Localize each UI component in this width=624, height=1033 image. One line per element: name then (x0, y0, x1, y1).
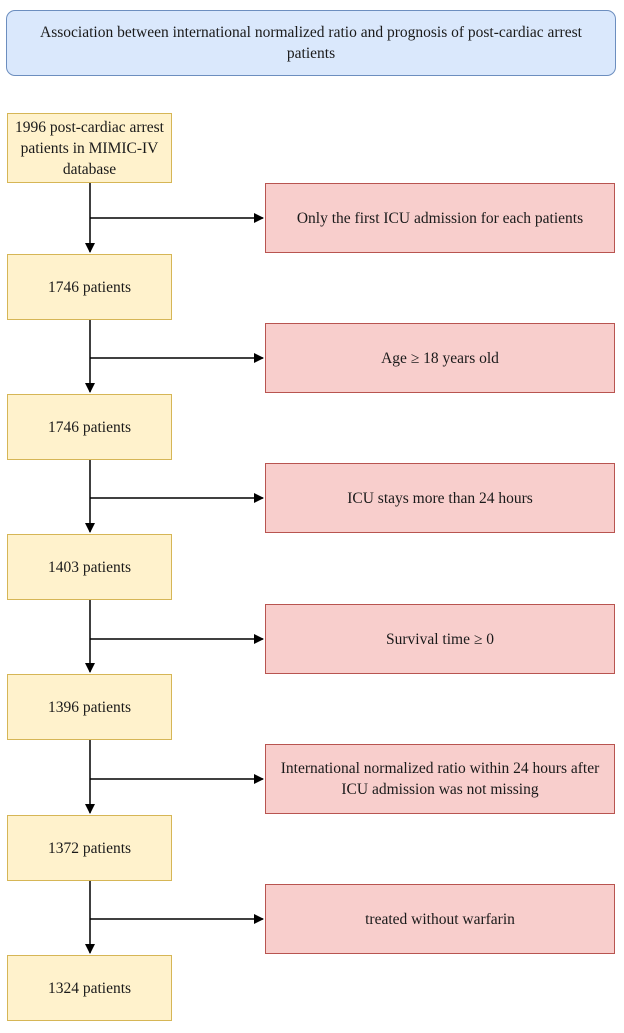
cohort-box-step-1: 1746 patients (7, 254, 172, 320)
criteria-box-5: International normalized ratio within 24… (265, 744, 615, 814)
flowchart-title: Association between international normal… (6, 10, 616, 76)
cohort-box-step-2: 1746 patients (7, 394, 172, 460)
cohort-box-step-5: 1372 patients (7, 815, 172, 881)
cohort-box-step-4: 1396 patients (7, 674, 172, 740)
criteria-box-4: Survival time ≥ 0 (265, 604, 615, 674)
criteria-box-3: ICU stays more than 24 hours (265, 463, 615, 533)
cohort-box-final: 1324 patients (7, 955, 172, 1021)
criteria-box-1: Only the first ICU admission for each pa… (265, 183, 615, 253)
cohort-box-initial: 1996 post-cardiac arrest patients in MIM… (7, 113, 172, 183)
criteria-box-6: treated without warfarin (265, 884, 615, 954)
criteria-box-2: Age ≥ 18 years old (265, 323, 615, 393)
cohort-box-step-3: 1403 patients (7, 534, 172, 600)
